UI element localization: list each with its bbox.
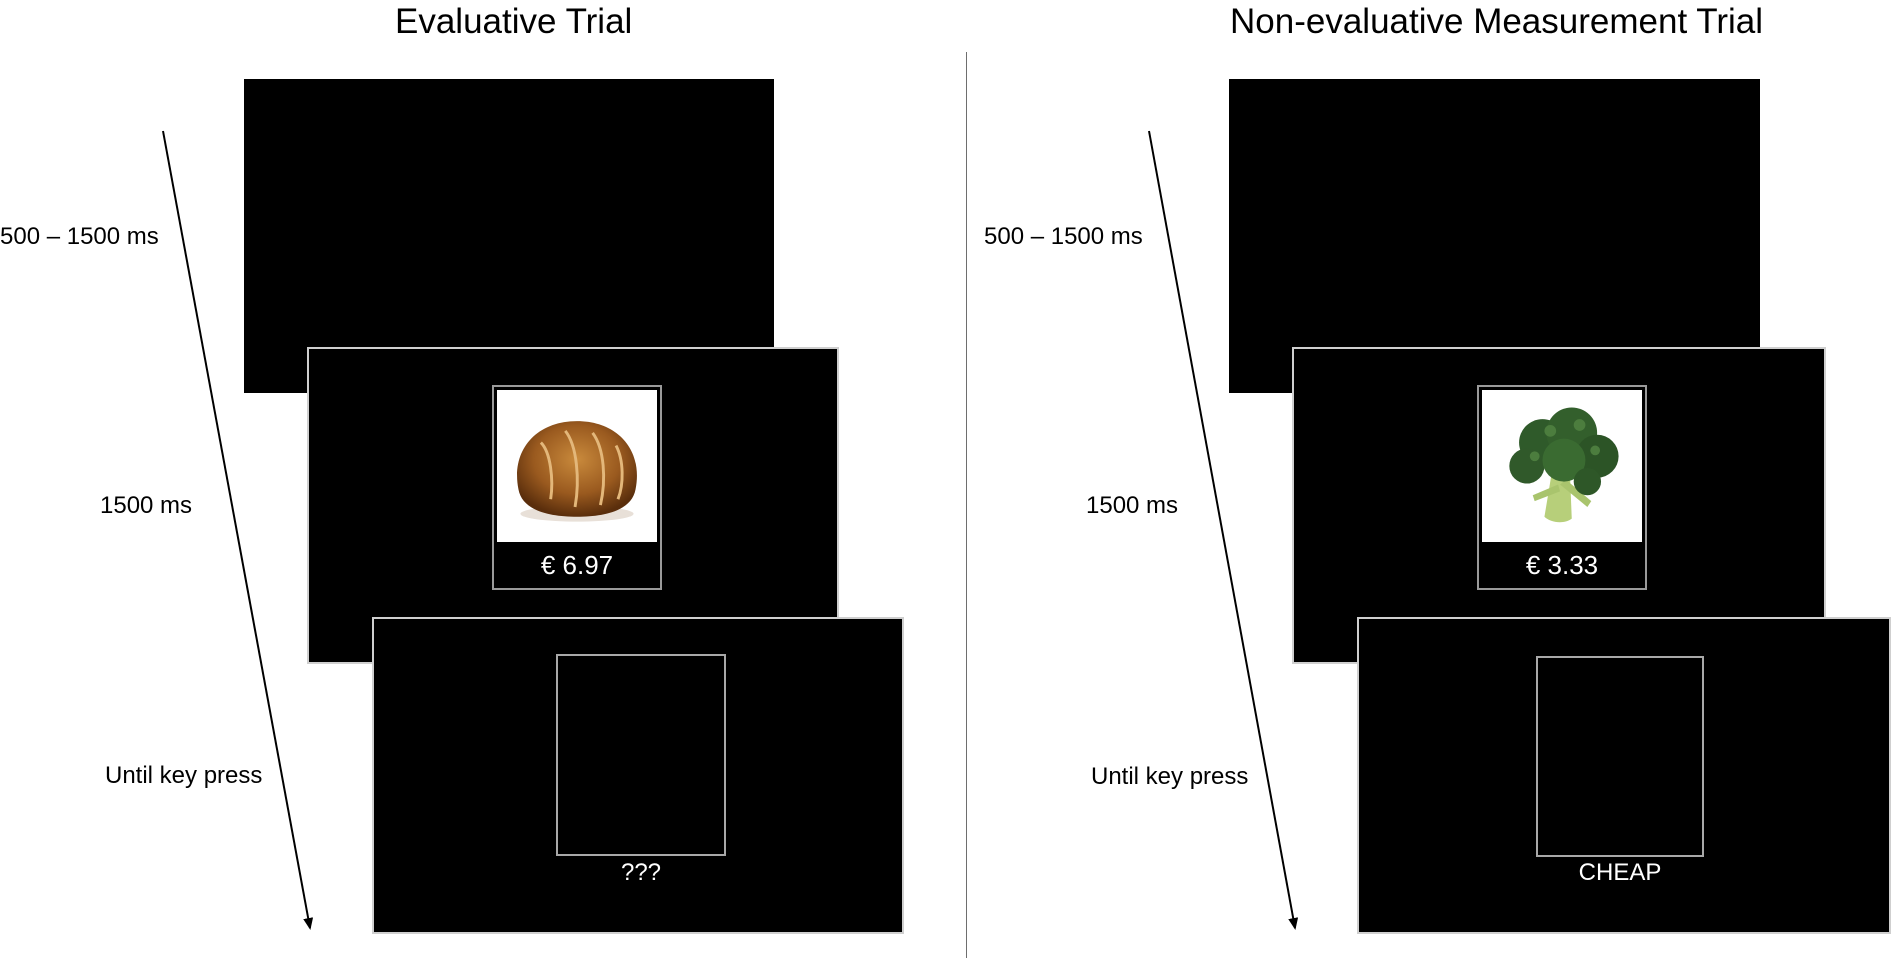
stimulus-screen: € 6.97 <box>307 347 839 664</box>
product-card: € 6.97 <box>492 385 662 590</box>
empty-card-frame <box>556 654 726 856</box>
non-evaluative-trial-panel: Non-evaluative Measurement Trial 500 – 1… <box>984 0 1892 958</box>
timing-label-fixation: 500 – 1500 ms <box>0 223 159 250</box>
bread-loaf-icon <box>497 390 657 542</box>
panel-title: Evaluative Trial <box>395 2 633 41</box>
timing-label-stimulus: 1500 ms <box>1086 492 1179 519</box>
response-screen: CHEAP <box>1357 617 1891 934</box>
price-label: € 3.33 <box>1525 550 1599 580</box>
broccoli-icon <box>1482 390 1642 542</box>
response-prompt: ??? <box>620 859 662 886</box>
timing-label-stimulus: 1500 ms <box>100 492 193 519</box>
product-card: € 3.33 <box>1477 385 1647 590</box>
price-label: € 6.97 <box>540 550 614 580</box>
evaluative-trial-panel: Evaluative Trial 500 – 1500 ms 1500 ms U… <box>0 2 904 934</box>
time-arrow-icon <box>162 130 314 930</box>
fixation-screen <box>244 79 774 393</box>
panel-title: Non-evaluative Measurement Trial <box>1230 2 1764 41</box>
timing-label-fixation: 500 – 1500 ms <box>984 223 1143 250</box>
empty-card-frame <box>1536 656 1704 857</box>
stimulus-screen: € 3.33 <box>1292 347 1826 664</box>
time-arrow-icon <box>1148 130 1299 930</box>
timing-label-response: Until key press <box>105 762 263 789</box>
timing-label-response: Until key press <box>1091 763 1249 790</box>
panel-divider <box>966 52 967 958</box>
response-screen: ??? <box>372 617 904 934</box>
fixation-screen <box>1229 79 1760 393</box>
response-prompt: CHEAP <box>1578 859 1662 886</box>
